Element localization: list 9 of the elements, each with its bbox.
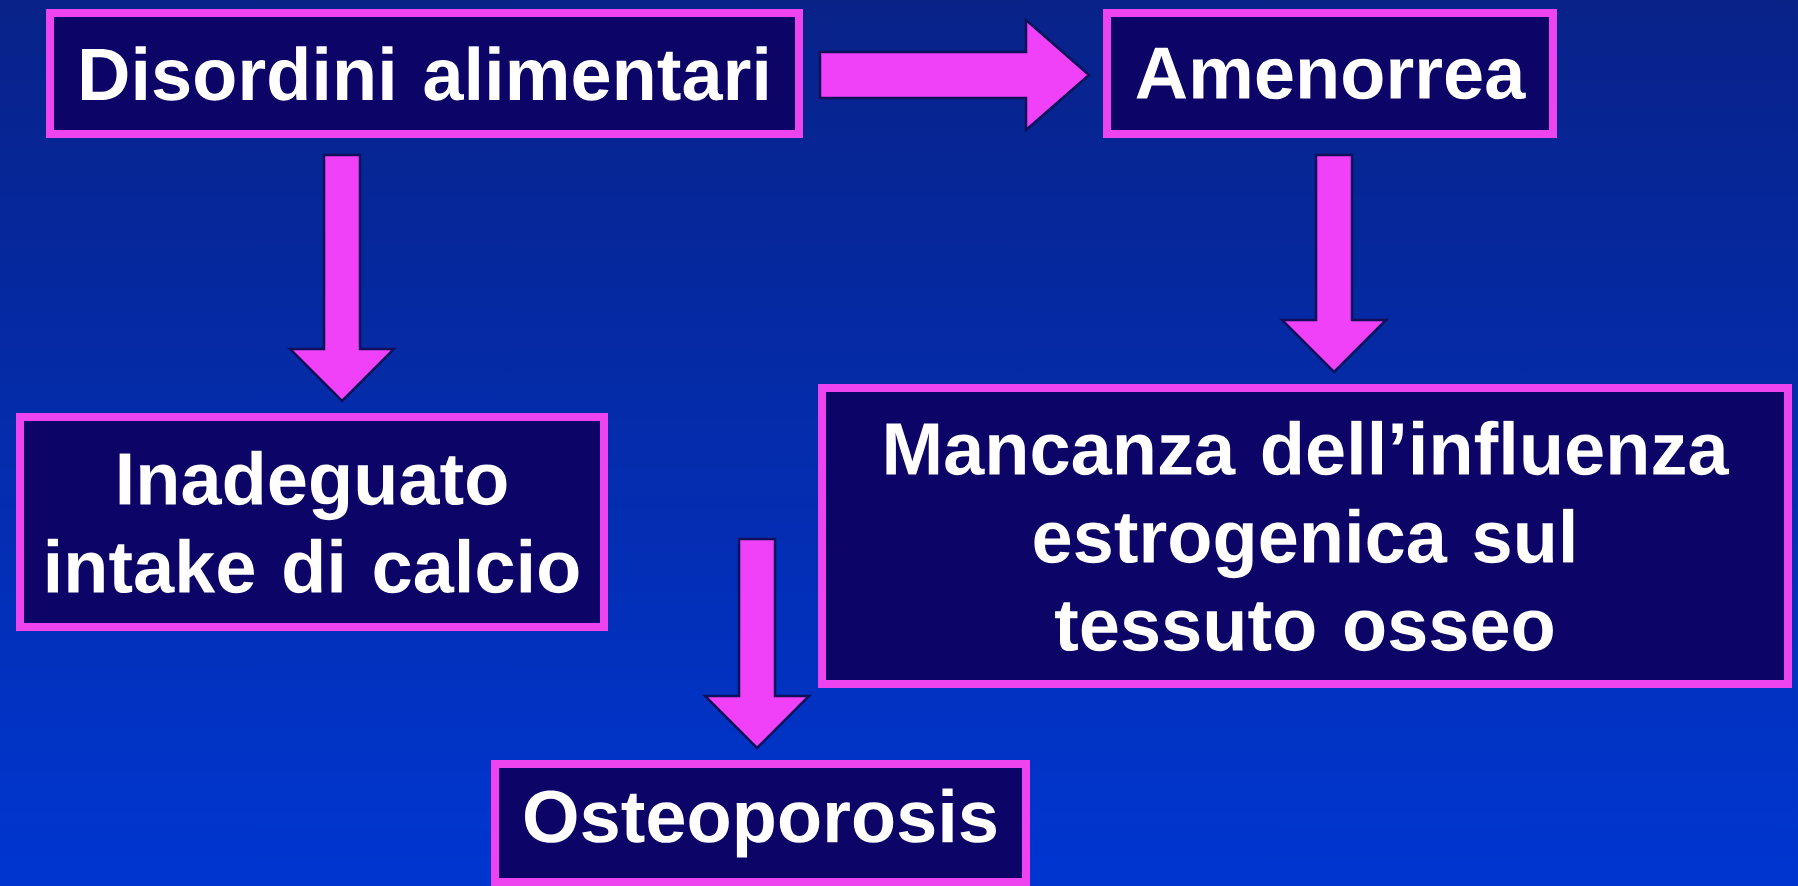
block-arrow [287,153,397,403]
block-arrow [818,17,1091,133]
text-box: Mancanza dell’influenza estrogenica sul tessuto osseo [818,384,1793,688]
block-arrow [1279,153,1390,374]
block-arrow [702,537,813,750]
text-box: Osteoporosis [491,760,1030,886]
text-box: Amenorrea [1103,9,1557,138]
text-box: Disordini alimentari [46,9,803,138]
text-box: Inadeguato intake di calcio [16,413,608,631]
